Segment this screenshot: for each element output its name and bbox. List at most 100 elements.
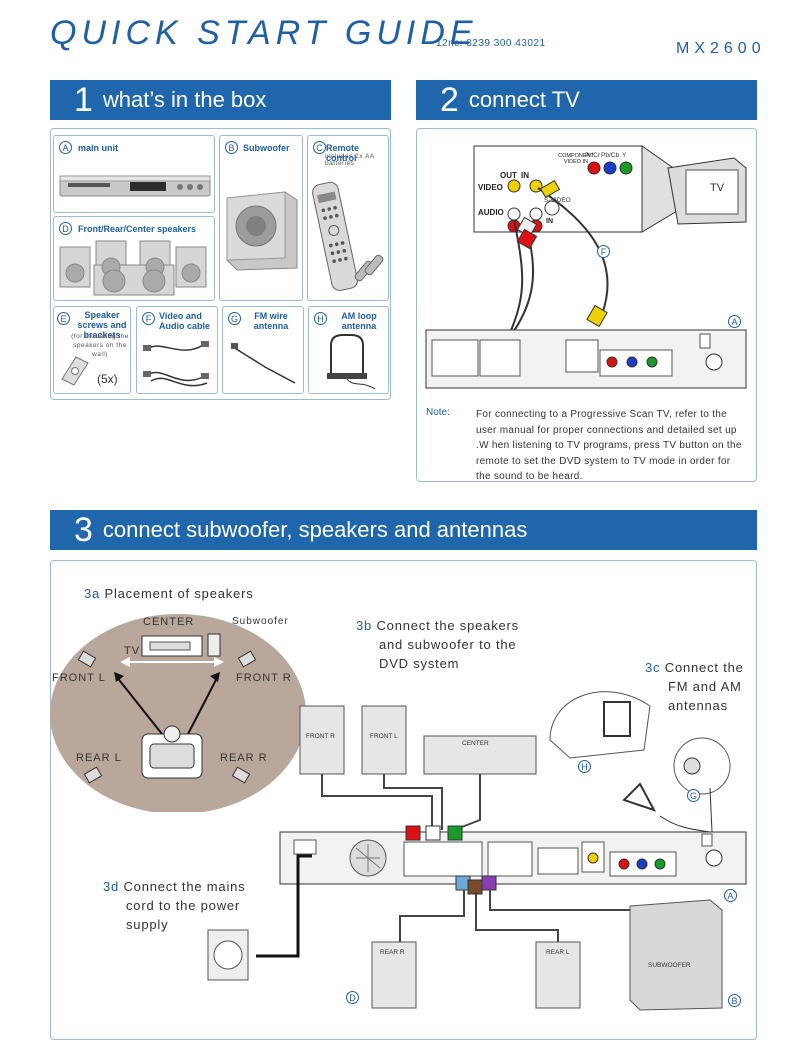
- fm-antenna-image: [231, 343, 296, 384]
- step-3a-key: 3a: [84, 586, 101, 601]
- speaker-center-label: CENTER: [462, 740, 489, 747]
- letter-b-badge: B: [225, 141, 238, 154]
- step-3a: 3a Placement of speakers: [84, 584, 254, 603]
- tv-in-label: IN: [521, 171, 529, 180]
- step-3c-line-3: antennas: [668, 698, 728, 713]
- step-3b: 3b Connect the speakers and subwoofer to…: [356, 616, 519, 673]
- am-antenna-label: AM loop antenna: [341, 311, 377, 331]
- callout-f: F: [597, 245, 610, 258]
- speaker-front-r-label: FRONT R: [306, 733, 335, 740]
- screws-label: Speaker screws and brackets: [77, 310, 127, 340]
- speaker-placement-diagram: [50, 614, 306, 812]
- speakers-image: [59, 240, 207, 296]
- placement-front-l-label: FRONT L: [52, 672, 106, 684]
- item-am-antenna: H AM loop antenna: [308, 306, 389, 394]
- connect-tv-diagram: [425, 145, 747, 389]
- section-3-title: connect subwoofer, speakers and antennas: [102, 517, 528, 542]
- item-screws-brackets: E Speaker screws and brackets (for mount…: [53, 306, 131, 394]
- callout-b: B: [728, 994, 741, 1007]
- tv-pb-label: Pb/Cb: [601, 152, 620, 159]
- tv-s-in-label: IN: [546, 218, 553, 225]
- remote-image: [312, 181, 384, 291]
- placement-front-r-label: FRONT R: [236, 672, 292, 684]
- remote-label: Remote control: [326, 143, 360, 163]
- step-3d-line-3: supply: [126, 917, 169, 932]
- tv-y-label: Y: [622, 152, 627, 159]
- section-2-header: 2 connect TV: [416, 80, 757, 120]
- step-3c-key: 3c: [645, 660, 661, 675]
- tv-label: TV: [710, 182, 725, 194]
- item-speakers: D Front/Rear/Center speakers: [53, 216, 215, 301]
- tv-svideo-label: S-VIDEO: [544, 197, 571, 204]
- callout-a-unit: A: [724, 889, 737, 902]
- tv-pr-label: Pr/Cr: [585, 152, 601, 159]
- step-3b-line-2: and subwoofer to the: [379, 637, 517, 652]
- step-3d: 3d Connect the mains cord to the power s…: [103, 877, 245, 934]
- note-label: Note:: [426, 407, 450, 418]
- section-1-number: 1: [74, 81, 93, 119]
- item-av-cable: F Video and Audio cable: [136, 306, 218, 394]
- tv-out-label: OUT: [500, 171, 517, 180]
- speaker-rear-r-label: REAR R: [380, 949, 405, 956]
- step-3b-key: 3b: [356, 618, 373, 633]
- item-subwoofer: B Subwoofer: [219, 135, 303, 301]
- screws-count: (5x): [97, 372, 118, 386]
- letter-g-badge: G: [228, 312, 241, 325]
- placement-tv-label: TV: [124, 645, 141, 657]
- main-unit-image: [59, 175, 211, 197]
- document-code: 12nc: 8239 300 43021: [436, 38, 546, 49]
- note-text: For connecting to a Progressive Scan TV,…: [476, 409, 742, 482]
- av-cable-label: Video and Audio cable: [159, 311, 211, 331]
- section-1-header: 1 what’s in the box: [50, 80, 391, 120]
- letter-f-badge: F: [142, 312, 155, 325]
- section-2-title: connect TV: [468, 87, 580, 112]
- letter-e-badge: E: [57, 312, 70, 325]
- am-antenna-image: [327, 334, 376, 390]
- speaker-subwoofer-label: SUBWOOFER: [648, 962, 691, 969]
- placement-rear-r-label: REAR R: [220, 752, 268, 764]
- callout-a-tv: A: [728, 315, 741, 328]
- model-number: MX2600: [676, 40, 766, 57]
- tv-video-label: VIDEO: [478, 183, 503, 192]
- step-3a-text: Placement of speakers: [104, 586, 254, 601]
- step-3b-line-1: Connect the speakers: [376, 618, 519, 633]
- callout-h: H: [578, 760, 591, 773]
- item-main-unit: A main unit: [53, 135, 215, 213]
- letter-d-badge: D: [59, 222, 72, 235]
- letter-c-badge: C: [313, 141, 326, 154]
- section-3-number: 3: [74, 511, 93, 549]
- step-3d-line-2: cord to the power: [126, 898, 241, 913]
- section-3-header: 3 connect subwoofer, speakers and antenn…: [50, 510, 757, 550]
- section-1-title: what’s in the box: [102, 87, 267, 112]
- section-2-number: 2: [440, 81, 459, 119]
- placement-subwoofer-label: Subwoofer: [232, 616, 289, 627]
- placement-center-label: CENTER: [143, 616, 195, 628]
- page-title: QUICK START GUIDE: [50, 14, 478, 52]
- letter-h-badge: H: [314, 312, 327, 325]
- subwoofer-label: Subwoofer: [243, 143, 290, 153]
- item-remote-control: C Remote control includes 2x AA batterie…: [307, 135, 389, 301]
- step-3d-line-1: Connect the mains: [123, 879, 246, 894]
- av-cable-image: [143, 341, 209, 387]
- remote-sublabel: includes 2x AA batteries: [325, 153, 375, 167]
- step-3c: 3c Connect the FM and AM antennas: [645, 658, 744, 715]
- speaker-rear-l-label: REAR L: [546, 949, 570, 956]
- fm-antenna-label: FM wire antenna: [253, 311, 289, 331]
- step-3c-line-1: Connect the: [664, 660, 744, 675]
- callout-g: G: [687, 789, 700, 802]
- screws-sublabel: (for mounting the speakers on the wall): [71, 333, 129, 358]
- bracket-image: [61, 356, 89, 386]
- letter-a-badge: A: [59, 141, 72, 154]
- tv-component-label: COMPONENT VIDEO IN: [558, 153, 594, 165]
- step-3c-line-2: FM and AM: [668, 679, 742, 694]
- speaker-connection-diagram: [207, 691, 747, 1011]
- speakers-label: Front/Rear/Center speakers: [78, 224, 197, 234]
- callout-d: D: [346, 991, 359, 1004]
- main-unit-label: main unit: [78, 143, 118, 153]
- placement-rear-l-label: REAR L: [76, 752, 122, 764]
- item-fm-antenna: G FM wire antenna: [222, 306, 304, 394]
- speaker-front-l-label: FRONT L: [370, 733, 398, 740]
- step-3b-line-3: DVD system: [379, 656, 460, 671]
- step-3d-key: 3d: [103, 879, 120, 894]
- subwoofer-image: [226, 191, 298, 271]
